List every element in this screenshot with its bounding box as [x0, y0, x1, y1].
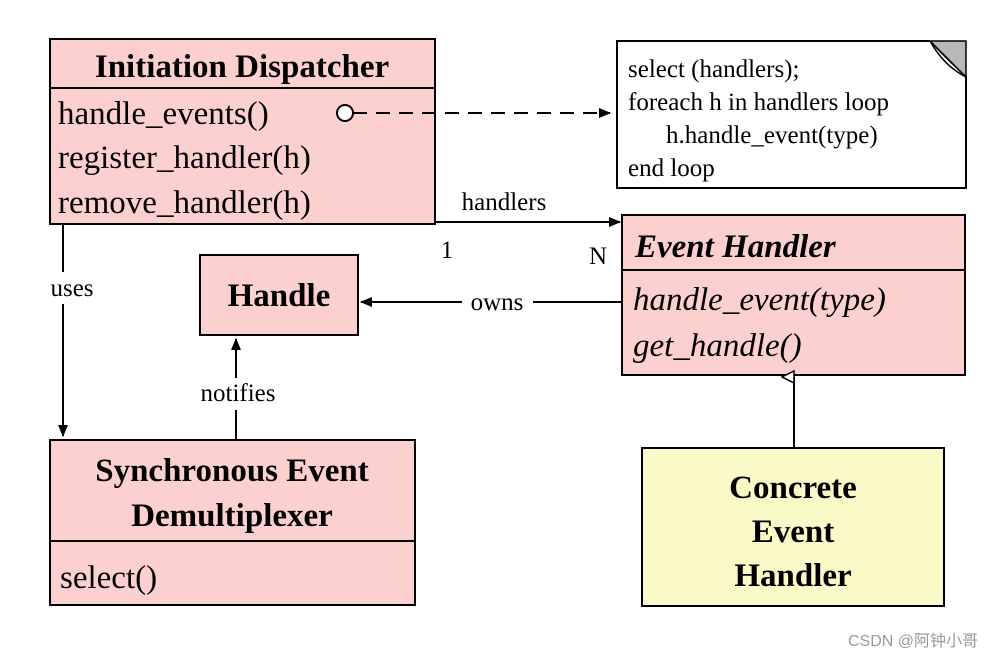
note-line-4: end loop: [628, 155, 715, 182]
dispatcher-method-handle-events: handle_events(): [58, 96, 269, 132]
owns-label: owns: [471, 289, 524, 316]
dispatcher-title: Initiation Dispatcher: [95, 49, 389, 85]
event-handler-method-handle-event: handle_event(type): [633, 282, 886, 318]
concrete-title-line-2: Event: [752, 514, 835, 550]
note-connector: [336, 104, 611, 122]
handlers-label: handlers: [462, 189, 547, 216]
owns-association: owns: [360, 289, 622, 316]
note-line-1: select (handlers);: [628, 56, 799, 83]
event-handler-class: Event Handler handle_event(type) get_han…: [621, 214, 966, 376]
event-handler-title: Event Handler: [634, 229, 837, 265]
demultiplexer-title-line-2: Demultiplexer: [131, 498, 333, 534]
implementation-note: select (handlers); foreach h in handlers…: [616, 40, 967, 189]
uses-label: uses: [50, 275, 93, 302]
demultiplexer-class: Synchronous Event Demultiplexer select(): [49, 439, 416, 606]
notifies-label: notifies: [201, 380, 276, 407]
multiplicity-one: 1: [441, 237, 454, 264]
demultiplexer-method-select: select(): [60, 560, 157, 596]
handlers-association: handlers 1 N: [435, 189, 621, 270]
dispatcher-method-remove-handler: remove_handler(h): [58, 185, 311, 221]
dispatcher-method-register-handler: register_handler(h): [58, 140, 311, 176]
handle-class: Handle: [199, 254, 359, 336]
demultiplexer-title-line-1: Synchronous Event: [95, 453, 369, 489]
concrete-title-line-1: Concrete: [729, 470, 857, 506]
event-handler-method-get-handle: get_handle(): [633, 328, 802, 364]
initiation-dispatcher-class: Initiation Dispatcher handle_events() re…: [49, 38, 436, 225]
handle-title: Handle: [228, 278, 331, 314]
concrete-title-line-3: Handler: [734, 558, 851, 594]
concrete-event-handler-class: Concrete Event Handler: [641, 447, 945, 607]
watermark: CSDN @阿钟小哥: [848, 632, 978, 650]
uses-association: uses: [50, 224, 94, 437]
note-line-2: foreach h in handlers loop: [628, 89, 889, 116]
note-line-3: h.handle_event(type): [666, 122, 878, 149]
multiplicity-n: N: [589, 243, 607, 270]
notifies-association: notifies: [201, 338, 276, 440]
